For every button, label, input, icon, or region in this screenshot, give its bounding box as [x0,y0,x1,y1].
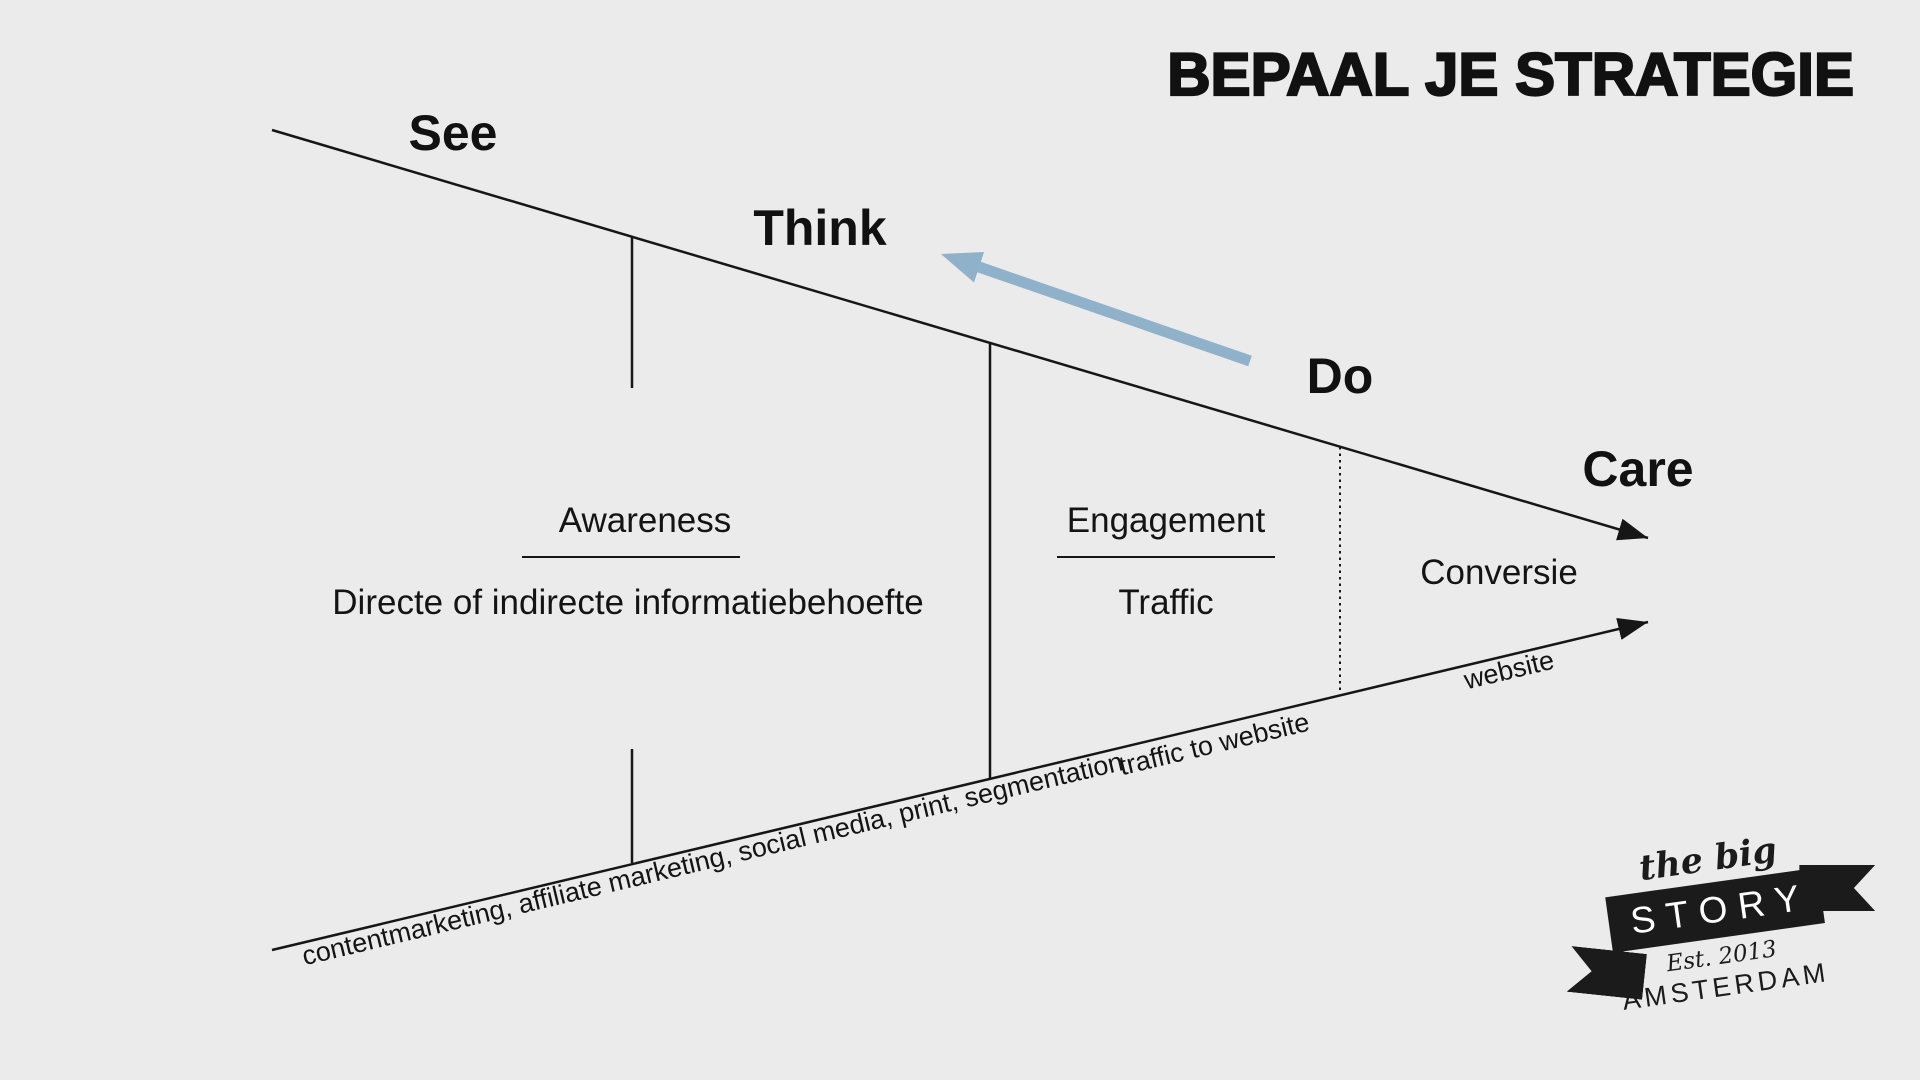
funnel-bottom-line [271,618,1649,952]
stage-label-do: Do [1306,348,1374,404]
page-title: BEPAAL JE STRATEGIE [1166,40,1855,109]
section-heading-conversie: Conversie [1420,553,1578,592]
stage-label-see: See [408,105,498,161]
funnel-top-line [271,128,1649,541]
section-heading-engagement: Engagement [1066,501,1266,540]
stage-label-care: Care [1582,441,1694,497]
logo-banner: STORY [1605,867,1825,953]
section-heading-awareness: Awareness [558,501,732,540]
section-sub-engagement: Traffic [1118,583,1214,622]
stage-label-think: Think [753,200,887,256]
brand-logo: the big STORY Est. 2013 AMSTERDAM [1566,819,1869,1042]
section-sub-awareness: Directe of indirecte informatiebehoefte [332,583,924,622]
back-arrow-do-to-think [941,252,1252,367]
